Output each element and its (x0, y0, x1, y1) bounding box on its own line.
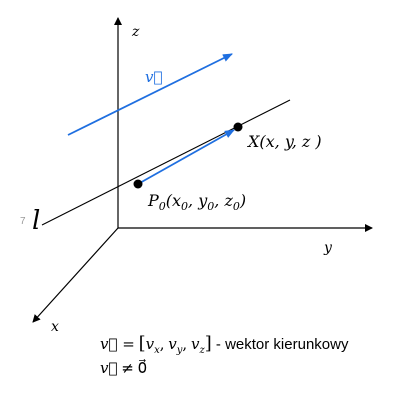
x-axis (32, 227, 119, 323)
point-x (233, 122, 243, 132)
vector-v-on-line (137, 129, 235, 185)
vector-v-free (67, 53, 233, 136)
z-axis-label: z (131, 24, 140, 40)
line-l-mark: 7 (20, 216, 26, 227)
vector-v-label: v⃗ (145, 68, 162, 86)
line-l (41, 99, 291, 226)
x-axis-label: x (51, 319, 59, 335)
point-p0 (133, 179, 143, 189)
line-l-label: l (32, 206, 40, 236)
formula-direction-vector: v⃗ = [vx, vy, vz] - wektor kierunkowy (100, 333, 349, 356)
point-x-label: X(x, y, z ) (246, 132, 322, 151)
point-p0-label: P0(x0, y0, z0) (147, 191, 246, 213)
y-axis-label: y (323, 240, 333, 256)
formula-nonzero: v⃗ ≠ 0⃗ (100, 358, 147, 377)
